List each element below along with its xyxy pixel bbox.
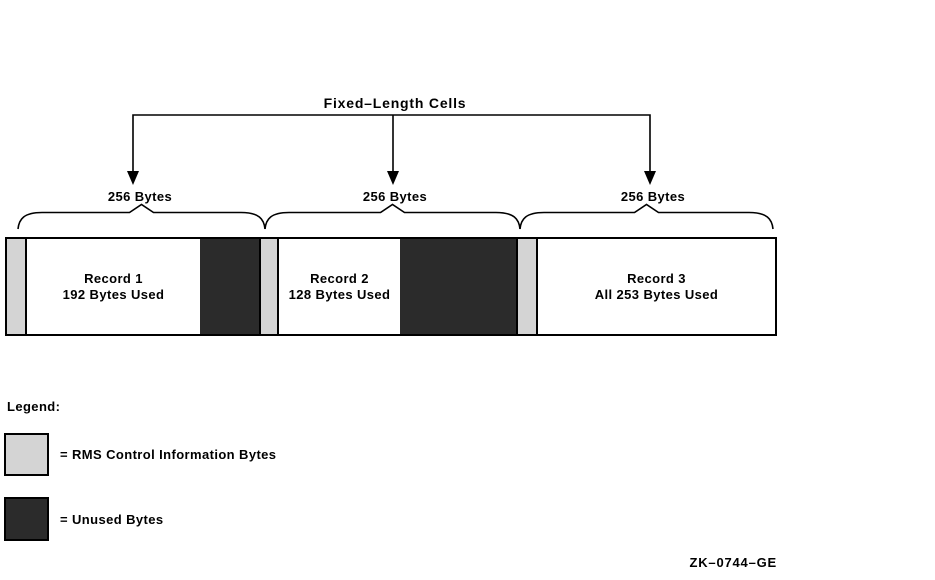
record1-name: Record 1 [84, 270, 143, 286]
record2-bytes-used: 128 Bytes Used [288, 286, 391, 302]
record3-name: Record 3 [627, 270, 686, 286]
cell1-unused-segment [200, 239, 259, 334]
cell2-record-segment: Record 2 128 Bytes Used [279, 239, 400, 334]
diagram-title: Fixed–Length Cells [323, 95, 467, 111]
cells-pointer-line [132, 114, 651, 172]
arrow-down-icon [127, 171, 139, 185]
legend-swatch-unused [4, 497, 49, 541]
cell3-rms-control-segment [516, 239, 538, 334]
legend-heading: Legend: [7, 399, 61, 414]
brace-cell-2 [264, 203, 521, 230]
record3-bytes-used: All 253 Bytes Used [594, 286, 719, 302]
record1-bytes-used: 192 Bytes Used [62, 286, 165, 302]
cell1-rms-control-segment [7, 239, 27, 334]
legend-swatch-rms-control [4, 433, 49, 476]
arrow-down-icon [387, 171, 399, 185]
cell3-record-segment: Record 3 All 253 Bytes Used [538, 239, 775, 334]
record-cells-bar: Record 1 192 Bytes Used Record 2 128 Byt… [5, 237, 777, 336]
cell1-size-label: 256 Bytes [107, 189, 173, 204]
cell3-size-label: 256 Bytes [620, 189, 686, 204]
legend-label-rms-control: = RMS Control Information Bytes [60, 447, 277, 462]
arrow-down-icon [644, 171, 656, 185]
cell1-record-segment: Record 1 192 Bytes Used [27, 239, 200, 334]
cell2-rms-control-segment [259, 239, 279, 334]
brace-cell-3 [519, 203, 774, 230]
cell2-unused-segment [400, 239, 516, 334]
cell2-size-label: 256 Bytes [362, 189, 428, 204]
legend-label-unused: = Unused Bytes [60, 511, 164, 527]
record2-name: Record 2 [310, 270, 369, 286]
brace-cell-1 [17, 203, 266, 230]
figure-id: ZK–0744–GE [689, 555, 777, 570]
